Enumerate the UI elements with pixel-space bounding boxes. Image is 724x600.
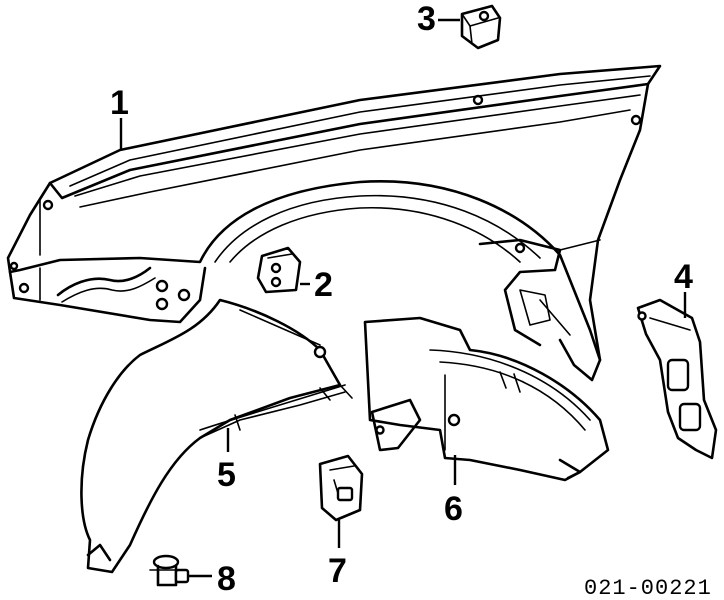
brace-part-4 (636, 298, 718, 460)
splash-shield-part-6 (363, 316, 610, 482)
clip-part-3 (460, 4, 502, 50)
callout-8: 8 (217, 560, 236, 598)
callout-3: 3 (417, 0, 436, 38)
clip-part-7 (318, 454, 364, 522)
callout-1: 1 (110, 84, 129, 122)
splash-shield-part-5 (80, 298, 353, 574)
fender-part (6, 64, 662, 382)
push-pin-part-8 (149, 554, 190, 587)
callout-4: 4 (674, 258, 693, 296)
bracket-part-2 (256, 246, 302, 294)
callout-5: 5 (217, 456, 236, 494)
diagram-part-number: 021-00221 (584, 576, 712, 600)
callout-2: 2 (314, 266, 333, 304)
callout-7: 7 (328, 552, 347, 590)
callout-6: 6 (444, 490, 463, 528)
leader-lines (119, 18, 687, 578)
